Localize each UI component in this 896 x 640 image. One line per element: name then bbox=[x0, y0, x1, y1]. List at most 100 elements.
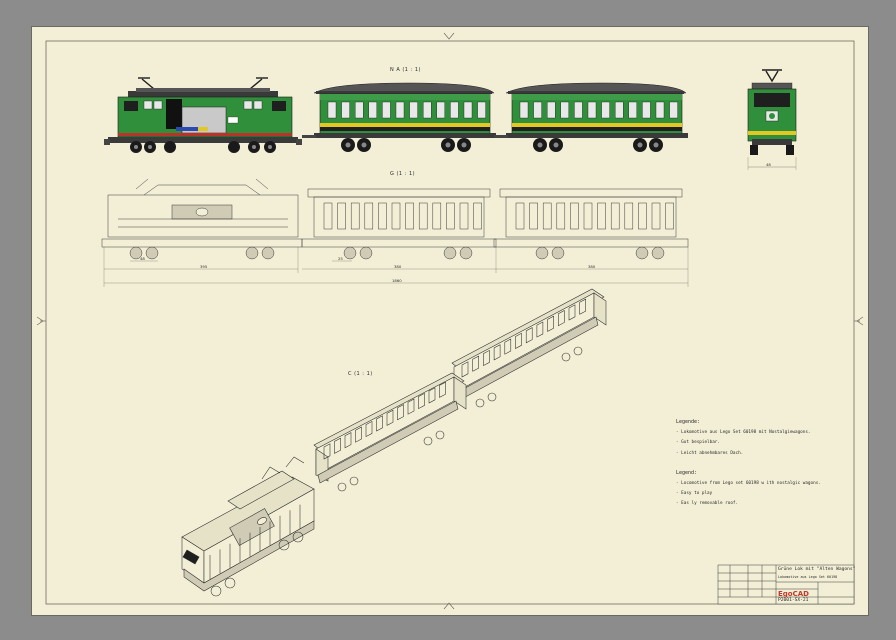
window bbox=[515, 202, 525, 230]
side-car-2 bbox=[494, 82, 688, 152]
window bbox=[597, 202, 606, 230]
window bbox=[334, 437, 341, 454]
window bbox=[459, 202, 469, 230]
window bbox=[655, 101, 665, 119]
window bbox=[405, 202, 414, 230]
drawing-canvas bbox=[36, 32, 864, 610]
legend-title-de: Legende: bbox=[676, 419, 701, 425]
drawing-sheet: N A (1 : 1) G (1 : 1) C (1 : 1) 395 380 … bbox=[31, 26, 869, 616]
window bbox=[378, 202, 387, 230]
window bbox=[418, 392, 425, 410]
window bbox=[418, 202, 428, 230]
side-locomotive bbox=[104, 77, 302, 153]
legend-item-de-1: - Lokomotive aus Lego Set 60198 mit Nost… bbox=[676, 430, 811, 435]
window bbox=[579, 298, 586, 315]
window bbox=[525, 327, 533, 344]
window bbox=[519, 101, 529, 119]
window bbox=[409, 101, 418, 119]
window bbox=[542, 202, 552, 230]
window bbox=[628, 101, 637, 119]
window bbox=[355, 101, 364, 119]
window bbox=[446, 202, 455, 230]
window bbox=[472, 355, 479, 372]
window bbox=[382, 101, 391, 119]
window bbox=[397, 404, 404, 421]
window bbox=[473, 202, 482, 230]
dim-car-1: 380 bbox=[394, 264, 402, 269]
window bbox=[436, 101, 445, 119]
window bbox=[651, 202, 661, 230]
window bbox=[610, 202, 620, 230]
dim-bogie: 48 bbox=[140, 256, 145, 261]
window bbox=[504, 338, 512, 355]
window bbox=[450, 101, 459, 119]
window bbox=[547, 101, 556, 119]
legend-item-en-1: - Locomotive from Lego set 60198 w ith n… bbox=[676, 480, 821, 486]
window bbox=[583, 202, 593, 230]
title-block bbox=[717, 564, 855, 605]
top-view bbox=[101, 178, 689, 287]
legend: Legende: - Lokomotive aus Lego Set 60198… bbox=[676, 419, 821, 507]
window bbox=[461, 361, 469, 378]
window bbox=[624, 202, 634, 230]
center-marks bbox=[36, 32, 864, 610]
window bbox=[337, 202, 346, 230]
window bbox=[327, 101, 337, 119]
window bbox=[407, 398, 415, 415]
window bbox=[601, 101, 610, 119]
window bbox=[615, 101, 624, 119]
window bbox=[515, 332, 522, 349]
window bbox=[587, 101, 597, 119]
window bbox=[463, 101, 473, 119]
legend-item-en-3: - Eas ly removable roof. bbox=[676, 501, 739, 507]
window bbox=[570, 202, 579, 230]
window bbox=[432, 202, 442, 230]
window bbox=[669, 101, 678, 119]
dim-loco: 395 bbox=[200, 264, 208, 269]
window bbox=[323, 202, 333, 230]
window bbox=[533, 101, 542, 119]
iso-locomotive bbox=[181, 456, 315, 597]
legend-title-en: Legend: bbox=[676, 469, 698, 476]
window bbox=[423, 101, 432, 119]
window bbox=[386, 409, 394, 426]
window bbox=[395, 101, 405, 119]
window bbox=[638, 202, 647, 230]
window bbox=[365, 420, 373, 438]
window bbox=[323, 443, 331, 460]
window bbox=[477, 101, 486, 119]
window bbox=[483, 349, 490, 367]
isometric-view bbox=[181, 288, 607, 597]
legend-item-de-3: - Leicht abnehmbares Dach. bbox=[676, 450, 744, 456]
window bbox=[547, 315, 554, 332]
window bbox=[642, 101, 651, 119]
iso-car-1 bbox=[313, 372, 467, 492]
window bbox=[344, 432, 352, 449]
window bbox=[493, 344, 501, 361]
window bbox=[568, 304, 576, 321]
dim-front-width: 48 bbox=[766, 162, 771, 167]
side-view-label: N A (1 : 1) bbox=[390, 67, 421, 73]
iso-car-2 bbox=[451, 288, 607, 408]
window bbox=[558, 310, 565, 327]
window bbox=[376, 415, 383, 432]
window bbox=[428, 387, 436, 404]
window bbox=[439, 381, 446, 398]
window bbox=[556, 202, 566, 230]
company-logo: EgoCAD bbox=[778, 590, 809, 598]
window bbox=[574, 101, 583, 119]
window bbox=[341, 101, 350, 119]
iso-view-label: C (1 : 1) bbox=[348, 371, 373, 377]
dim-car-2: 380 bbox=[588, 264, 596, 269]
logo-text: EgoCAD bbox=[778, 590, 809, 598]
window bbox=[355, 426, 362, 443]
window bbox=[368, 101, 377, 119]
drawing-title: Grüne Lok mit "Alten Wagons" bbox=[778, 567, 856, 572]
drawing-number: P2001-SX-21 bbox=[778, 598, 809, 603]
drawing-subtitle: Lokomotive aus Lego Set 60198 bbox=[778, 575, 838, 579]
side-view bbox=[104, 69, 797, 170]
window bbox=[529, 202, 538, 230]
legend-item-de-2: - Gut bespielbar. bbox=[676, 440, 720, 446]
dim-overall: 1860 bbox=[392, 278, 402, 283]
legend-item-en-2: - Easy to play bbox=[676, 491, 713, 497]
